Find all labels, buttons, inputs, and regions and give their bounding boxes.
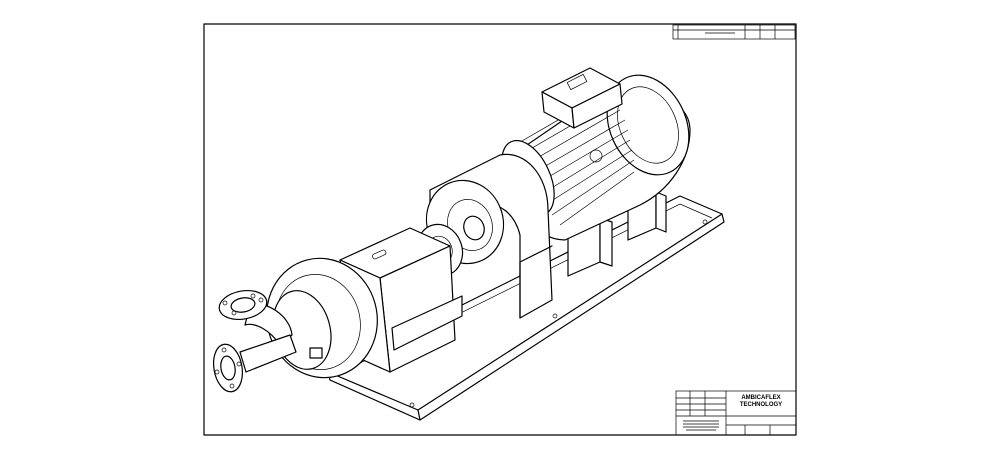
- suction-flange: [212, 334, 297, 393]
- drawing-border: [203, 23, 797, 436]
- company-name-line1: AMBICAFLEX: [741, 395, 780, 401]
- discharge-flange: [218, 289, 293, 346]
- terminal-box: [541, 67, 623, 129]
- company-name-line2: TECHNOLOGY: [740, 402, 782, 408]
- revision-block: [672, 24, 796, 40]
- title-block: AMBICAFLEX TECHNOLOGY: [675, 390, 797, 436]
- pump-unit-drawing: [212, 67, 725, 421]
